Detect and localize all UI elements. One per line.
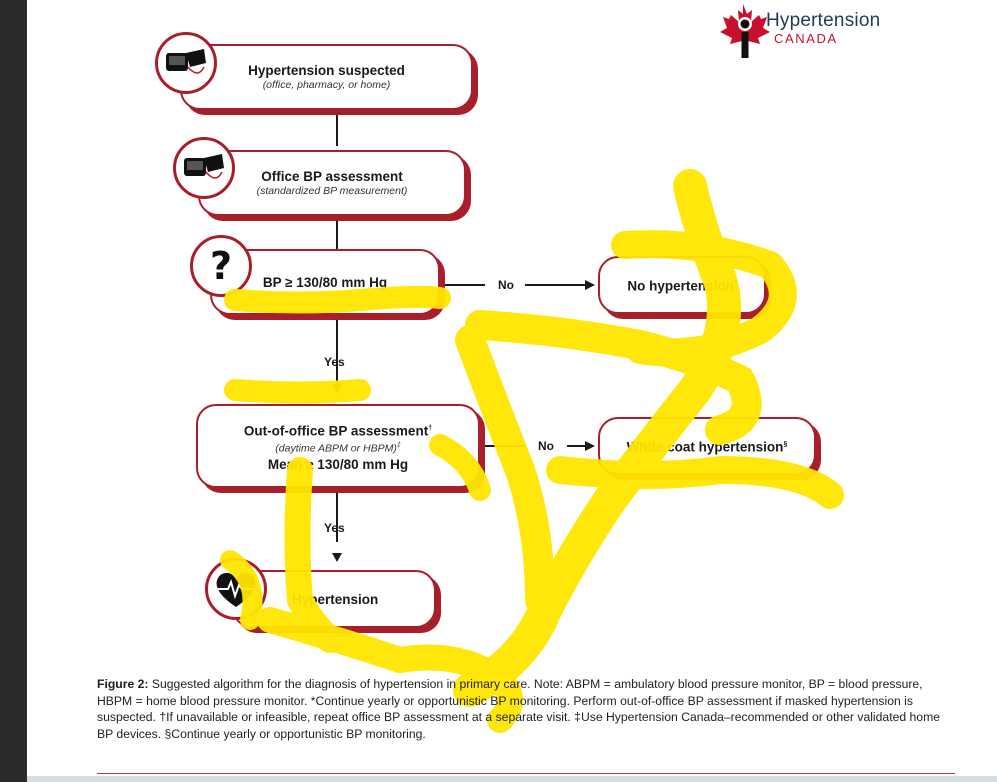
node-title: Hypertension — [292, 591, 379, 607]
connector-threshold-no-2 — [525, 284, 585, 286]
node-subtitle: (daytime ABPM or HBPM) — [275, 442, 397, 455]
edge-label-no: No — [538, 439, 554, 453]
connector-threshold-yes — [336, 316, 338, 384]
edge-label-no: No — [498, 278, 514, 292]
node-out-of-office-assessment: Out-of-office BP assessment† (daytime AB… — [196, 404, 485, 493]
hypertension-canada-logo: Hypertension CANADA — [714, 2, 904, 62]
arrow-right-icon — [585, 280, 595, 290]
footnote-mark: † — [428, 424, 433, 432]
footnote-mark: ‡ — [396, 442, 401, 449]
node-no-hypertension: No hypertension* — [598, 256, 771, 319]
arrow-down-icon — [332, 384, 342, 393]
connector-threshold-no — [440, 284, 485, 286]
bp-monitor-icon — [155, 32, 217, 94]
node-title: Hypertension suspected — [248, 63, 405, 78]
footnote-mark: § — [783, 441, 788, 449]
node-title: Out-of-office BP assessment — [243, 423, 429, 438]
connector-outoffice-no-2 — [567, 445, 585, 447]
arrow-down-icon — [332, 553, 342, 562]
node-title: White coat hypertension — [626, 439, 784, 455]
figure-caption: Figure 2: Suggested algorithm for the di… — [97, 676, 957, 742]
connector-suspected-office — [336, 112, 338, 146]
node-line2: Mean ≥ 130/80 mm Hg — [267, 456, 409, 472]
edge-label-yes: Yes — [324, 355, 345, 369]
logo-title: Hypertension — [766, 10, 881, 31]
node-title: Office BP assessment — [261, 169, 403, 184]
node-subtitle: (office, pharmacy, or home) — [262, 79, 391, 91]
node-subtitle: (standardized BP measurement) — [256, 185, 408, 197]
page-divider — [97, 773, 955, 774]
edge-label-yes: Yes — [324, 521, 345, 535]
node-hypertension-suspected: Hypertension suspected (office, pharmacy… — [180, 44, 478, 115]
node-office-bp-assessment: Office BP assessment (standardized BP me… — [198, 150, 471, 221]
logo-subtitle: CANADA — [774, 31, 838, 46]
bp-monitor-icon — [173, 137, 235, 199]
caption-label: Figure 2: — [97, 677, 149, 691]
arrow-right-icon — [585, 441, 595, 451]
maple-leaf-icon — [720, 4, 770, 58]
viewer-bottom-strip — [27, 776, 997, 782]
node-title: No hypertension — [627, 278, 734, 294]
connector-outoffice-no — [480, 445, 525, 447]
connector-office-threshold — [336, 217, 338, 249]
footnote-mark: * — [733, 280, 737, 288]
heart-pulse-icon — [205, 558, 267, 620]
viewer-side-panel — [0, 0, 27, 782]
caption-text: Suggested algorithm for the diagnosis of… — [97, 677, 941, 741]
question-mark-icon: ? — [190, 235, 252, 297]
node-title: BP ≥ 130/80 mm Hg — [262, 274, 388, 290]
node-white-coat-hypertension: White coat hypertension§ — [598, 417, 821, 480]
